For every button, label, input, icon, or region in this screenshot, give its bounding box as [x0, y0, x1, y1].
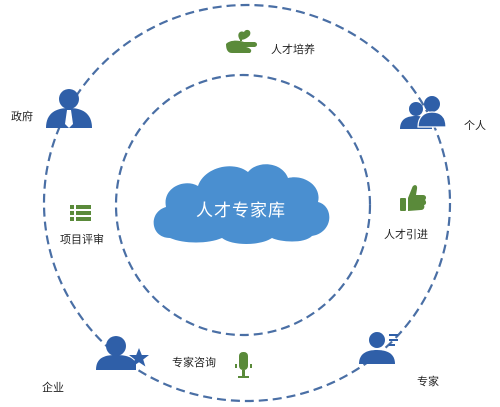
label-individual: 个人 — [464, 119, 486, 132]
label-talent-training: 人才培养 — [271, 43, 315, 56]
center-label: 人才专家库 — [196, 201, 286, 221]
outer-dashed-ring — [42, 3, 452, 403]
thumbs-up-icon — [400, 185, 427, 211]
label-talent-introduction: 人才引进 — [384, 228, 428, 241]
label-project-review: 项目评审 — [60, 233, 104, 246]
label-enterprise: 企业 — [42, 381, 64, 394]
label-expert: 专家 — [417, 375, 439, 388]
hand-plant-icon — [226, 29, 257, 53]
inner-dashed-ring — [114, 73, 372, 337]
two-people-icon — [400, 96, 447, 129]
list-icon — [70, 205, 91, 221]
microphone-icon — [235, 352, 252, 378]
label-government: 政府 — [11, 110, 33, 123]
person-star-icon — [96, 336, 149, 370]
official-person-icon — [46, 89, 92, 128]
expert-person-icon — [359, 332, 398, 364]
label-expert-consulting: 专家咨询 — [172, 356, 216, 369]
center-cloud-shape — [153, 164, 330, 244]
